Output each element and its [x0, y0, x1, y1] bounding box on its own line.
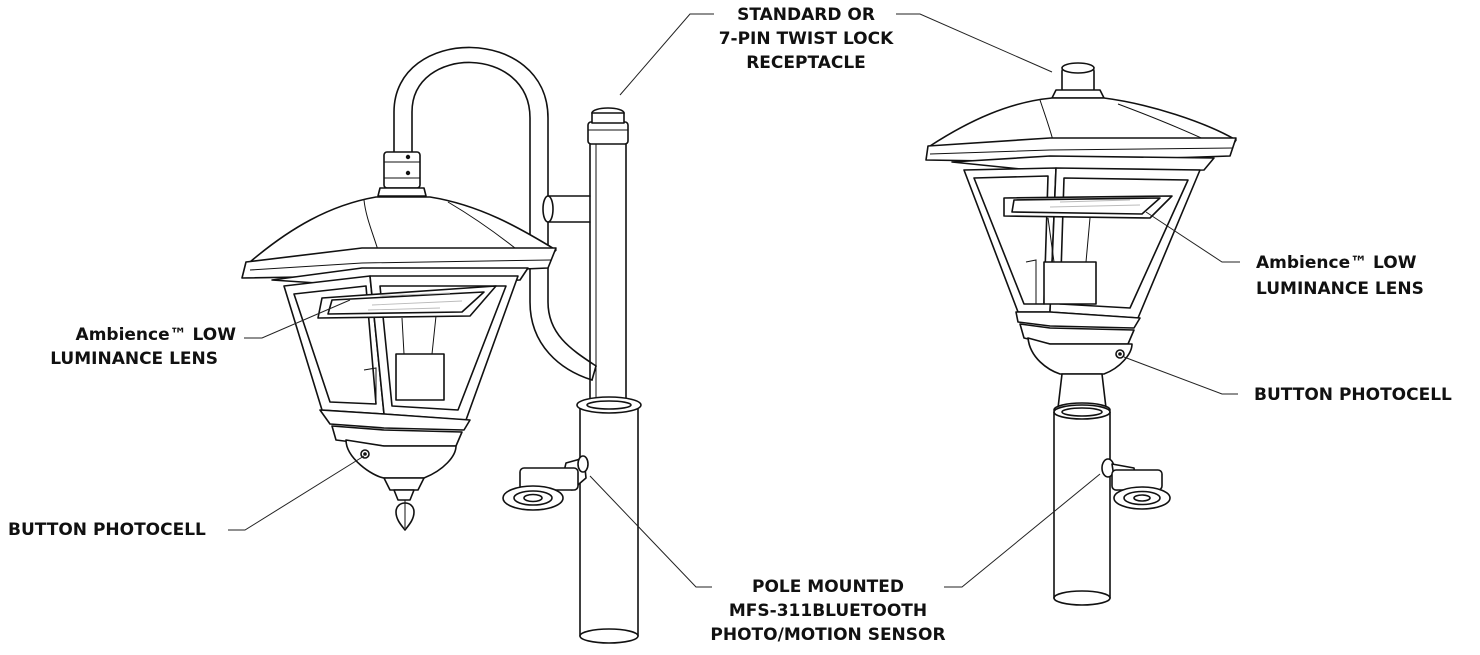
- right-twist-lock-receptacle: [1051, 62, 1105, 99]
- callout-lens-right-line1: Ambience™ LOW: [1256, 253, 1417, 273]
- callout-receptacle-line2: 7-PIN TWIST LOCK: [719, 29, 894, 49]
- leader-lens-left: [244, 299, 351, 339]
- callout-photocell-right: BUTTON PHOTOCELL: [1254, 385, 1452, 405]
- callout-lens-right-line2: LUMINANCE LENS: [1256, 279, 1424, 299]
- leader-lines: [228, 13, 1240, 588]
- left-mfs311-sensor: [502, 455, 589, 511]
- callout-sensor-line1: POLE MOUNTED: [752, 577, 904, 597]
- callout-receptacle-line3: RECEPTACLE: [746, 53, 866, 73]
- left-gooseneck-arm: [393, 46, 597, 381]
- leader-receptacle-right: [896, 13, 1053, 73]
- leader-lens-right: [1145, 211, 1240, 263]
- left-ambience-lens: [317, 285, 497, 319]
- left-pole-assembly: [393, 46, 642, 644]
- left-lower-pole: [576, 396, 642, 644]
- leader-photocell-right: [1123, 356, 1238, 395]
- leader-receptacle-left: [619, 13, 714, 96]
- right-mfs311-sensor: [1101, 458, 1171, 510]
- callout-photocell-left: BUTTON PHOTOCELL: [8, 520, 206, 540]
- left-twist-lock-receptacle: [587, 107, 629, 145]
- right-pole: [1053, 402, 1111, 606]
- callout-lens-left-line1: Ambience™ LOW: [76, 325, 237, 345]
- leader-sensor-right: [944, 473, 1101, 588]
- left-finial: [383, 477, 425, 531]
- right-ambience-lens: [1003, 195, 1173, 219]
- callout-sensor-line2: MFS-311BLUETOOTH: [729, 601, 927, 621]
- callout-receptacle-line1: STANDARD OR: [737, 5, 875, 25]
- right-lantern: [925, 62, 1237, 409]
- callout-lens-left-line2: LUMINANCE LENS: [50, 349, 218, 369]
- callout-sensor-line3: PHOTO/MOTION SENSOR: [710, 625, 945, 645]
- leader-photocell-left: [228, 455, 365, 531]
- leader-sensor-left: [589, 475, 712, 588]
- left-lantern-coupler: [377, 151, 427, 197]
- left-lantern: [241, 151, 557, 531]
